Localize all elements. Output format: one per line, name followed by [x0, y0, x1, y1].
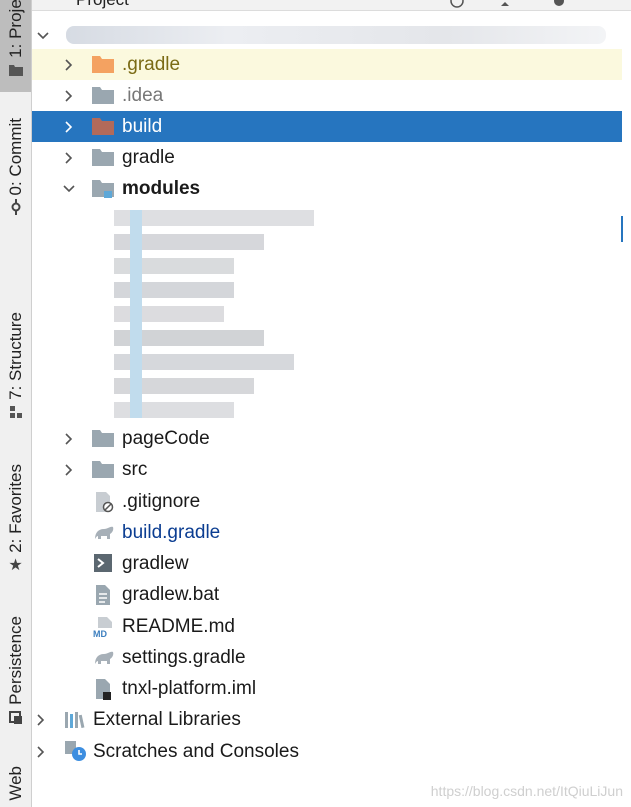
- tree-item-selected[interactable]: build: [32, 111, 622, 142]
- tab-commit[interactable]: 0: Commit: [0, 118, 31, 230]
- tree-item-label: gradlew: [122, 552, 189, 574]
- tool-window-strip: 1: Project 0: Commit 7: Structure 2: Fav…: [0, 0, 32, 807]
- star-icon: ★: [8, 556, 23, 574]
- tree-item[interactable]: .idea: [32, 80, 622, 111]
- tree-item[interactable]: Scratches and Consoles: [32, 736, 622, 767]
- watermark: https://blog.csdn.net/ItQiuLiJun: [430, 783, 623, 799]
- tree-item[interactable]: .gradle: [32, 49, 622, 80]
- collapse-icon[interactable]: [498, 0, 512, 8]
- tree-item[interactable]: gradle: [32, 142, 622, 173]
- folder-icon: [92, 429, 114, 449]
- tree-item[interactable]: tnxl-platform.iml: [32, 673, 622, 704]
- tree-item[interactable]: External Libraries: [32, 704, 622, 735]
- tab-favorites[interactable]: 2: Favorites ★: [0, 464, 31, 590]
- commit-icon: [8, 199, 24, 216]
- folder-orange-icon: [92, 55, 114, 75]
- text-file-icon: [94, 584, 116, 605]
- tab-commit-label: 0: Commit: [6, 118, 25, 196]
- chevron-right-icon[interactable]: [62, 120, 76, 134]
- tree-item-label: build: [122, 115, 163, 137]
- gear-icon[interactable]: [552, 0, 566, 8]
- folder-module-icon: [92, 179, 114, 199]
- tree-item-label: pageCode: [122, 427, 210, 449]
- tree-item-label: gradlew.bat: [122, 583, 220, 605]
- tree-root-row[interactable]: [32, 20, 622, 51]
- tab-web-label: Web: [6, 766, 25, 801]
- chevron-right-icon[interactable]: [62, 463, 76, 477]
- tab-project-label: 1: Project: [6, 0, 25, 58]
- tree-item[interactable]: pageCode: [32, 423, 622, 454]
- tree-item-label: .gradle: [122, 53, 181, 75]
- project-tree: .gradle .idea build gradle: [32, 10, 631, 807]
- libraries-icon: [64, 710, 86, 730]
- redacted-root-name: [66, 26, 606, 44]
- tree-item-label: Scratches and Consoles: [93, 740, 299, 762]
- tree-item[interactable]: modules: [32, 173, 622, 204]
- project-header: Project: [32, 0, 631, 11]
- structure-icon: [8, 404, 24, 420]
- tree-item-label: settings.gradle: [122, 646, 246, 668]
- tab-persistence-label: Persistence: [6, 616, 25, 705]
- chevron-down-icon[interactable]: [36, 29, 50, 43]
- tab-structure-label: 7: Structure: [6, 312, 25, 400]
- scratches-icon: [64, 740, 86, 761]
- scroll-marker: [621, 216, 623, 242]
- shell-script-icon: [94, 554, 116, 574]
- folder-icon: [92, 460, 114, 480]
- tree-item[interactable]: gradlew.bat: [32, 579, 622, 610]
- tree-item[interactable]: build.gradle: [32, 517, 622, 548]
- tab-persistence[interactable]: Persistence: [0, 616, 31, 742]
- locate-icon[interactable]: [450, 0, 464, 8]
- tree-item-label: gradle: [122, 146, 175, 168]
- folder-icon: [8, 62, 24, 78]
- gradle-elephant-icon: [92, 648, 114, 668]
- tab-project[interactable]: 1: Project: [0, 0, 31, 92]
- tree-item[interactable]: src: [32, 454, 622, 485]
- chevron-right-icon[interactable]: [62, 432, 76, 446]
- folder-icon: [92, 86, 114, 106]
- folder-icon: [92, 148, 114, 168]
- tab-favorites-label: 2: Favorites: [6, 464, 25, 553]
- gradle-elephant-icon: [92, 523, 114, 543]
- redacted-module-list: [102, 206, 314, 426]
- tree-item-label: modules: [122, 177, 201, 199]
- chevron-right-icon[interactable]: [62, 151, 76, 165]
- chevron-right-icon[interactable]: [34, 713, 48, 727]
- svg-text:MD: MD: [93, 629, 107, 638]
- tab-structure[interactable]: 7: Structure: [0, 312, 31, 436]
- gitignore-file-icon: [94, 491, 116, 513]
- chevron-down-icon[interactable]: [62, 182, 76, 196]
- tree-item-label: README.md: [122, 615, 235, 637]
- tree-item-label: src: [122, 458, 148, 480]
- chevron-right-icon[interactable]: [62, 89, 76, 103]
- tree-item-label: .idea: [122, 84, 164, 106]
- tree-item-label: .gitignore: [122, 490, 201, 512]
- folder-brown-icon: [92, 117, 114, 137]
- tab-web[interactable]: Web: [0, 766, 31, 807]
- tree-item[interactable]: MD README.md: [32, 611, 622, 642]
- tree-item-label: build.gradle: [122, 521, 221, 543]
- iml-file-icon: [94, 678, 116, 700]
- markdown-icon: MD: [92, 616, 114, 639]
- tree-item[interactable]: gradlew: [32, 548, 622, 579]
- chevron-right-icon[interactable]: [34, 745, 48, 759]
- project-title: Project: [76, 0, 129, 10]
- tree-item-label: tnxl-platform.iml: [122, 677, 257, 699]
- chevron-right-icon[interactable]: [62, 58, 76, 72]
- tree-item[interactable]: .gitignore: [32, 486, 622, 517]
- persistence-icon: [8, 709, 24, 725]
- tree-item-label: External Libraries: [93, 708, 241, 730]
- tree-item[interactable]: settings.gradle: [32, 642, 622, 673]
